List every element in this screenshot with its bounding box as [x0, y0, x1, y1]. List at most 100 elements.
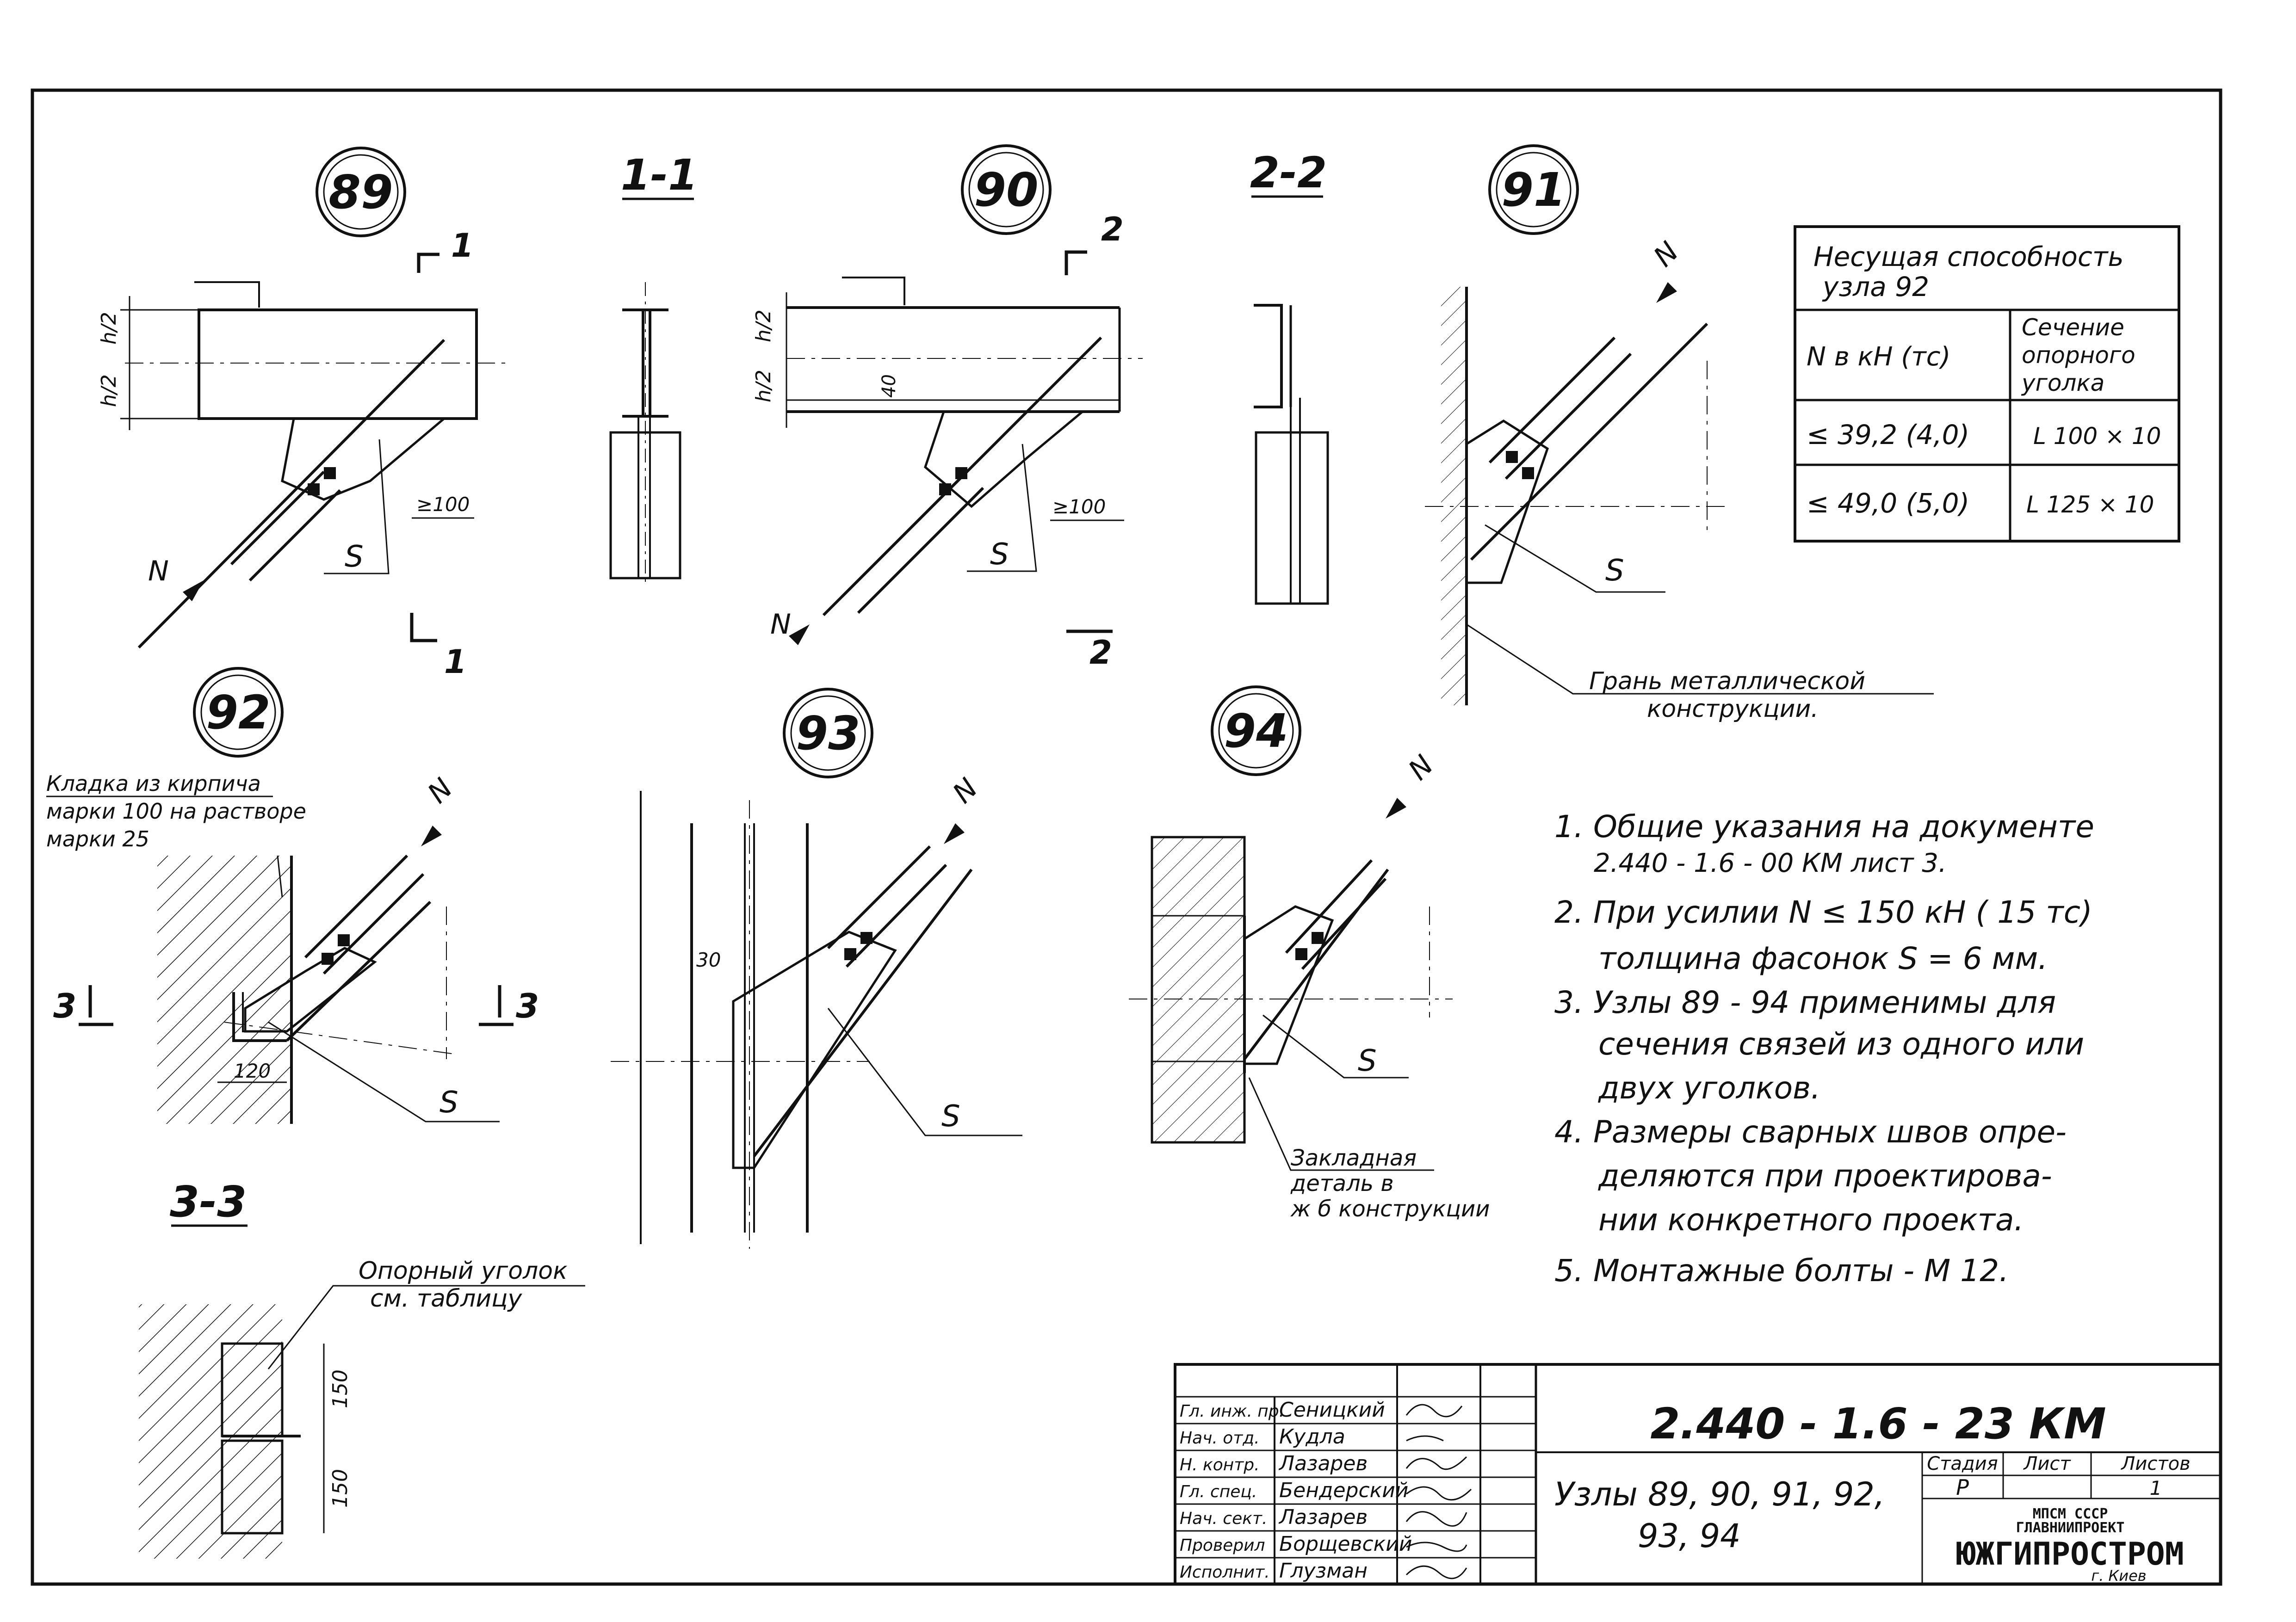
node-93-gusset: [732, 931, 897, 1169]
title-block-org-city: г. Киев: [2091, 1567, 2146, 1585]
node-94-label: 94: [1224, 704, 1288, 758]
title-block-sheet-label: Лист: [2023, 1453, 2071, 1474]
node-91: 91 N S Грань металлической конструкции.: [1425, 144, 1934, 723]
node-94: 94 N S Закладная деталь в ж б конструкци…: [1129, 685, 1490, 1222]
node-90-gusset: [924, 410, 1086, 508]
title-block-role-6: Проверил: [1180, 1536, 1265, 1555]
section-1-1-label: 1-1: [621, 150, 698, 200]
title-block-role-2: Нач. отд.: [1180, 1429, 1260, 1448]
title-block-name-4: Бендерский: [1279, 1479, 1408, 1502]
capacity-table-row2-section: L 125 × 10: [2026, 491, 2154, 518]
signature-marks: [1405, 1404, 1472, 1579]
section-3-3-dim-150-top: 150: [328, 1369, 352, 1408]
title-block-org-l1: МПСМ СССР: [2033, 1506, 2108, 1522]
capacity-table-col2-header-l2: опорного: [2022, 342, 2135, 369]
title-block-name-1: Сеницкий: [1279, 1398, 1385, 1422]
embed-note-l1: Закладная: [1291, 1145, 1417, 1171]
note-2-line-1: 2. При усилии N ≤ 150 кН ( 15 тс): [1554, 894, 2092, 930]
capacity-table: Несущая способность узла 92 N в кН (тс) …: [1794, 225, 2180, 543]
title-block-role-5: Нач. сект.: [1180, 1509, 1267, 1528]
node-92-force-n: N: [421, 772, 459, 809]
steel-face-note-l1: Грань металлической: [1589, 667, 1865, 695]
section-3-3-masonry: [139, 1304, 282, 1559]
node-89-cut-mark-bot: 1: [444, 643, 467, 681]
node-89-dim-100: ≥100: [416, 493, 470, 516]
capacity-table-row2-n: ≤ 49,0 (5,0): [1807, 487, 1969, 519]
title-block-role-7: Исполнит.: [1180, 1563, 1270, 1582]
node-92-cut-mark-right: 3: [516, 987, 539, 1025]
node-93: 93 N 30 S: [611, 688, 1022, 1249]
node-89-gusset: [281, 417, 447, 501]
note-1-line-2: 2.440 - 1.6 - 00 КМ лист 3.: [1594, 848, 1947, 878]
node-91-gusset: [1465, 419, 1549, 584]
node-91-marker: [1488, 144, 1579, 235]
node-91-force-n: N: [1647, 235, 1685, 273]
capacity-table-col2-header-l1: Сечение: [2022, 314, 2124, 341]
node-90-marker: [961, 144, 1052, 235]
node-92: 92 Кладка из кирпича марки 100 на раство…: [46, 667, 539, 1124]
node-89-gusset-s: S: [345, 540, 364, 574]
title-block-role-1: Гл. инж. пр.: [1180, 1402, 1284, 1421]
note-4-line-2: деляются при проектирова-: [1598, 1158, 2052, 1194]
node-93-label: 93: [796, 706, 860, 760]
note-2-line-2: толщина фасонок S = 6 мм.: [1598, 941, 2048, 976]
node-89-beam: [198, 308, 478, 420]
capacity-table-col1-header: N в кН (тс): [1807, 342, 1950, 372]
node-89-force-n: N: [148, 555, 169, 587]
masonry-note-l1: Кладка из кирпича: [46, 771, 261, 796]
node-94-gusset-s: S: [1358, 1044, 1377, 1078]
support-angle-note-l1: Опорный уголок: [359, 1257, 568, 1285]
title-block-stage-value: Р: [1956, 1475, 1969, 1500]
section-3-3: 3-3 150 150 Опорный уголок см. таблицу: [139, 1177, 585, 1559]
title-block-org-name: ЮЖГИПРОСТРОМ: [1956, 1536, 2184, 1573]
support-angle-note-l2: см. таблицу: [370, 1285, 523, 1313]
node-90-dim-h2-top: h/2: [752, 309, 775, 342]
node-89-label: 89: [328, 165, 393, 219]
node-90-gusset-s: S: [990, 537, 1009, 572]
section-2-2-label: 2-2: [1250, 148, 1327, 197]
node-90-dim-40: 40: [879, 374, 900, 398]
node-89-dim-h2-top: h/2: [97, 312, 121, 345]
capacity-table-row1-n: ≤ 39,2 (4,0): [1807, 419, 1969, 450]
node-93-gusset-s: S: [941, 1099, 960, 1134]
title-block-title-l1: Узлы 89, 90, 91, 92,: [1554, 1475, 1885, 1513]
note-4-line-1: 4. Размеры сварных швов опре-: [1554, 1114, 2067, 1150]
note-3-line-2: сечения связей из одного или: [1598, 1026, 2084, 1062]
node-89-dim-h2-bot: h/2: [97, 374, 121, 407]
title-block-stage-label: Стадия: [1927, 1453, 1998, 1474]
title-block-role-3: Н. контр.: [1180, 1455, 1260, 1474]
title-block-name-3: Лазарев: [1278, 1452, 1368, 1475]
node-89-cut-mark-top: 1: [451, 227, 474, 265]
node-94-force-n: N: [1402, 749, 1440, 786]
note-5: 5. Монтажные болты - М 12.: [1554, 1253, 2009, 1289]
title-block-org-l2: ГЛАВНИИПРОЕКТ: [2016, 1520, 2125, 1536]
masonry-note-l3: марки 25: [46, 826, 149, 851]
node-90: 90 h/2 h/2 40 N S ≥100 2 2: [752, 144, 1143, 672]
title-block-doc-code: 2.440 - 1.6 - 23 КМ: [1650, 1399, 2106, 1449]
title-block-name-7: Глузман: [1279, 1559, 1368, 1583]
title-block-sheets-value: 1: [2150, 1477, 2162, 1499]
node-91-gusset-s: S: [1605, 554, 1624, 588]
note-4-line-3: нии конкретного проекта.: [1598, 1202, 2024, 1238]
node-92-cut-mark-left: 3: [53, 987, 76, 1025]
node-92-gusset: [244, 947, 377, 1033]
node-94-concrete: [1152, 837, 1244, 1142]
masonry-note-l2: марки 100 на растворе: [46, 799, 306, 824]
node-91-wall: [1441, 287, 1467, 705]
title-block: Гл. инж. пр. Сеницкий Нач. отд. Кудла Н.…: [1174, 1363, 2222, 1585]
node-94-gusset: [1243, 905, 1334, 1065]
node-92-gusset-s: S: [439, 1085, 458, 1120]
note-3-line-3: двух уголков.: [1598, 1070, 1820, 1106]
node-93-force-n: N: [947, 772, 984, 809]
title-block-name-5: Лазарев: [1278, 1505, 1368, 1529]
note-3-line-1: 3. Узлы 89 - 94 применимы для: [1554, 985, 2056, 1020]
node-91-label: 91: [1501, 163, 1566, 217]
title-block-name-6: Борщевский: [1279, 1532, 1412, 1556]
embed-note-l3: ж б конструкции: [1290, 1196, 1490, 1222]
embed-note-l2: деталь в: [1290, 1171, 1394, 1196]
node-90-dim-h2-bot: h/2: [752, 370, 775, 402]
general-notes: 1. Общие указания на документе 2.440 - 1…: [1554, 809, 2094, 1289]
title-block-role-4: Гл. спец.: [1180, 1482, 1257, 1501]
node-94-marker: [1211, 685, 1301, 776]
